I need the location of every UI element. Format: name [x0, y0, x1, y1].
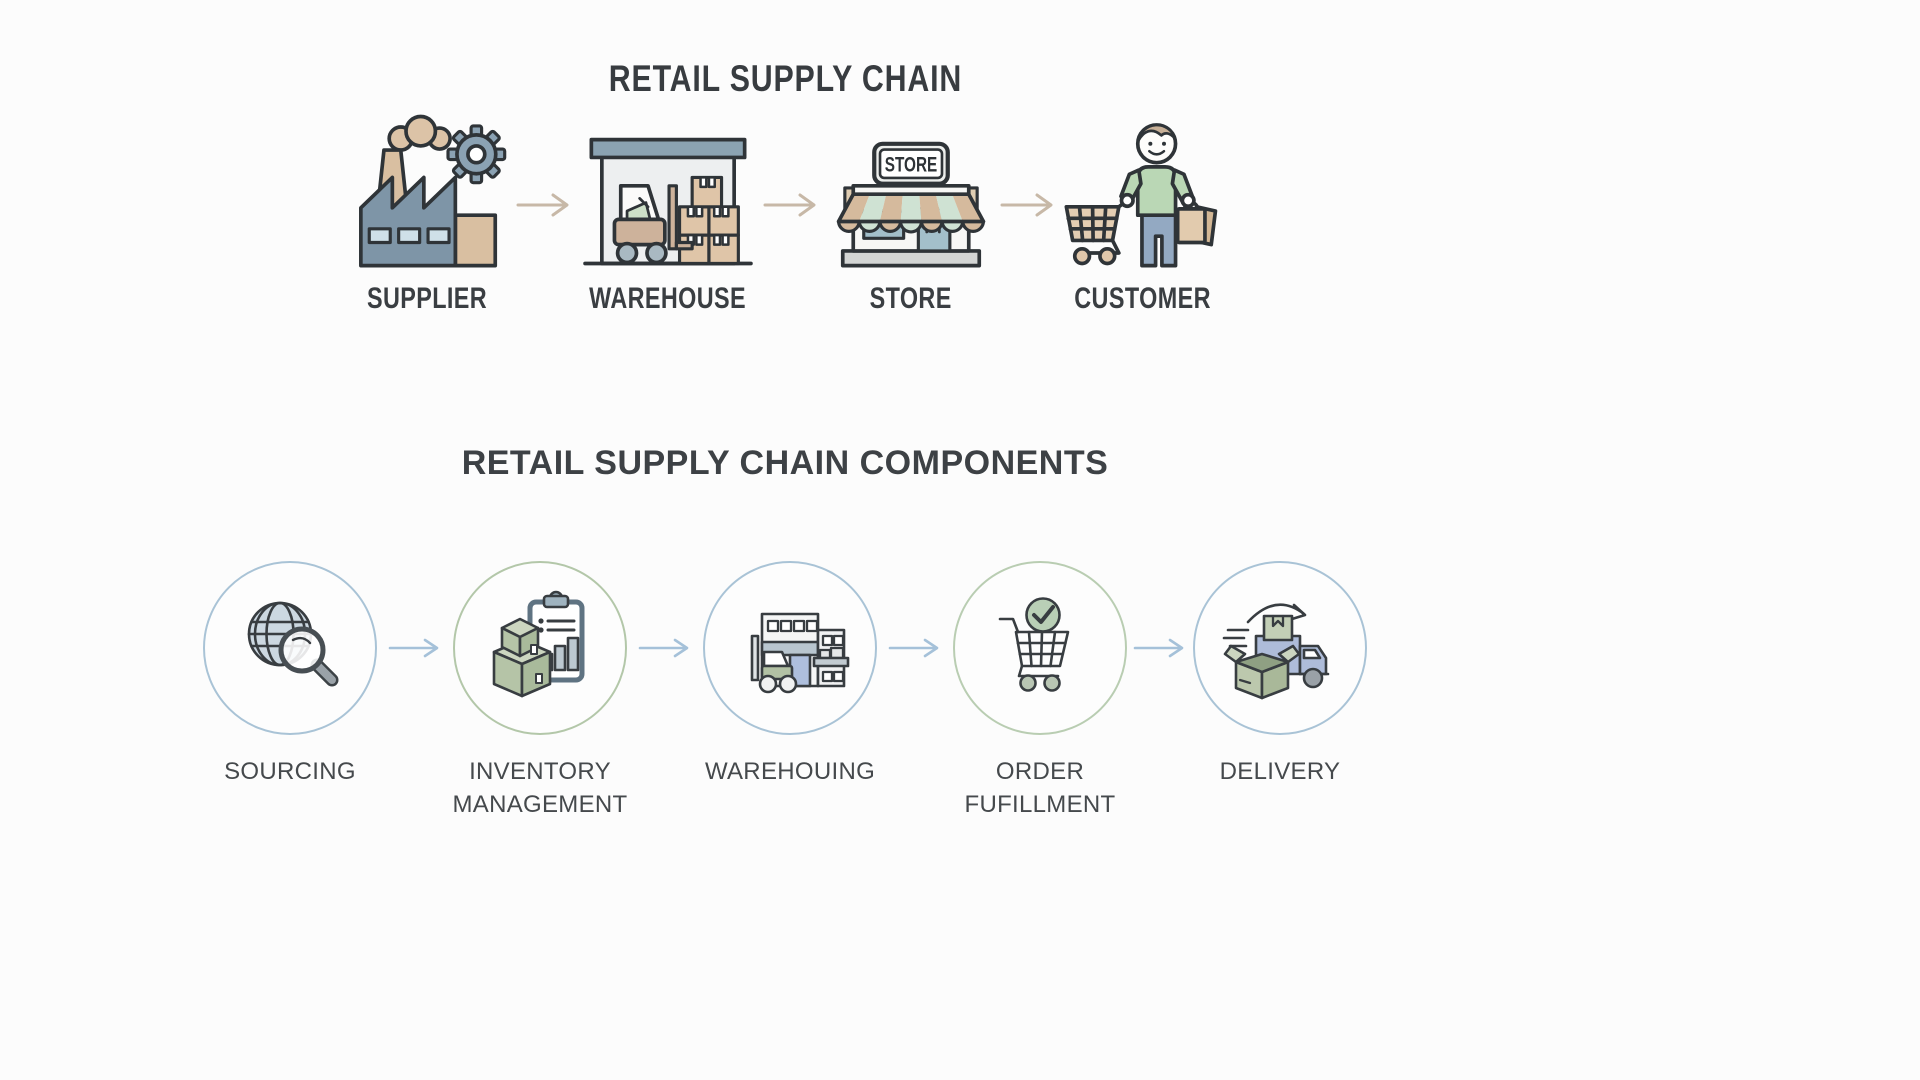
- stage-label: CUSTOMER: [1074, 282, 1212, 315]
- flow-arrow-icon: [388, 638, 439, 658]
- stage-label: WAREHOUSE: [589, 282, 747, 315]
- component-ring: [703, 561, 877, 735]
- warehouse-icon: [583, 137, 753, 266]
- stage-warehouse: WAREHOUSE: [548, 106, 788, 316]
- component-label: WAREHOUING: [704, 758, 876, 785]
- flow-arrow-icon: [516, 193, 569, 217]
- component-label: SOURCING: [224, 758, 356, 785]
- bottom-section-title: RETAIL SUPPLY CHAIN COMPONENTS: [0, 444, 1570, 483]
- globe-magnifier-icon: [247, 601, 339, 687]
- truck-box-icon: [1222, 603, 1330, 700]
- flow-arrow-icon: [1000, 193, 1053, 217]
- component-sourcing: SOURCING: [160, 561, 420, 788]
- forklift-icon: [612, 183, 694, 265]
- top-title-text: RETAIL SUPPLY CHAIN: [608, 58, 962, 99]
- stage-customer: CUSTOMER: [1023, 106, 1263, 316]
- component-ring: [453, 561, 627, 735]
- component-inventory-management: INVENTORY MANAGEMENT: [410, 561, 670, 821]
- awning-icon: [838, 194, 984, 222]
- component-warehousing: WAREHOUING: [660, 561, 920, 788]
- stage-supplier: SUPPLIER: [307, 106, 547, 316]
- cycle-arrow-icon: [1246, 603, 1307, 624]
- top-section-title: RETAIL SUPPLY CHAIN: [0, 58, 1570, 100]
- gear-icon: [446, 124, 507, 185]
- bottom-title-text: RETAIL SUPPLY CHAIN COMPONENTS: [461, 444, 1109, 482]
- shopping-cart-icon: [1064, 197, 1131, 266]
- package-icon: [1262, 614, 1294, 642]
- forklift-icon: [750, 634, 798, 694]
- component-label: DELIVERY: [1219, 758, 1341, 785]
- factory-icon: [359, 114, 507, 268]
- flow-arrow-icon: [1133, 638, 1184, 658]
- stage-label: STORE: [869, 282, 953, 315]
- component-label: ORDER FUFILLMENT: [964, 758, 1116, 819]
- stage-label: SUPPLIER: [366, 282, 488, 315]
- store-sign: STORE: [872, 141, 950, 186]
- shopper-icon: [1064, 123, 1218, 268]
- component-ring: [1193, 561, 1367, 735]
- flow-arrow-icon: [763, 193, 816, 217]
- boxes-icon: [492, 617, 552, 698]
- cart-check-icon: [998, 597, 1070, 692]
- shopping-bag-icon: [1175, 200, 1218, 247]
- component-order-fulfillment: ORDER FUFILLMENT: [910, 561, 1170, 821]
- stage-store: STORE STORE: [791, 106, 1031, 316]
- component-delivery: DELIVERY: [1150, 561, 1410, 788]
- check-circle-icon: [1025, 597, 1061, 633]
- open-box-icon: [1223, 644, 1301, 700]
- warehouse-forklift-icon: [750, 612, 850, 694]
- component-ring: [953, 561, 1127, 735]
- component-label: INVENTORY MANAGEMENT: [452, 758, 628, 819]
- flow-arrow-icon: [888, 638, 939, 658]
- svg-text:STORE: STORE: [885, 154, 938, 177]
- component-ring: [203, 561, 377, 735]
- flow-arrow-icon: [638, 638, 689, 658]
- storefront-icon: STORE: [836, 141, 986, 268]
- boxes-clipboard-icon: [492, 590, 585, 698]
